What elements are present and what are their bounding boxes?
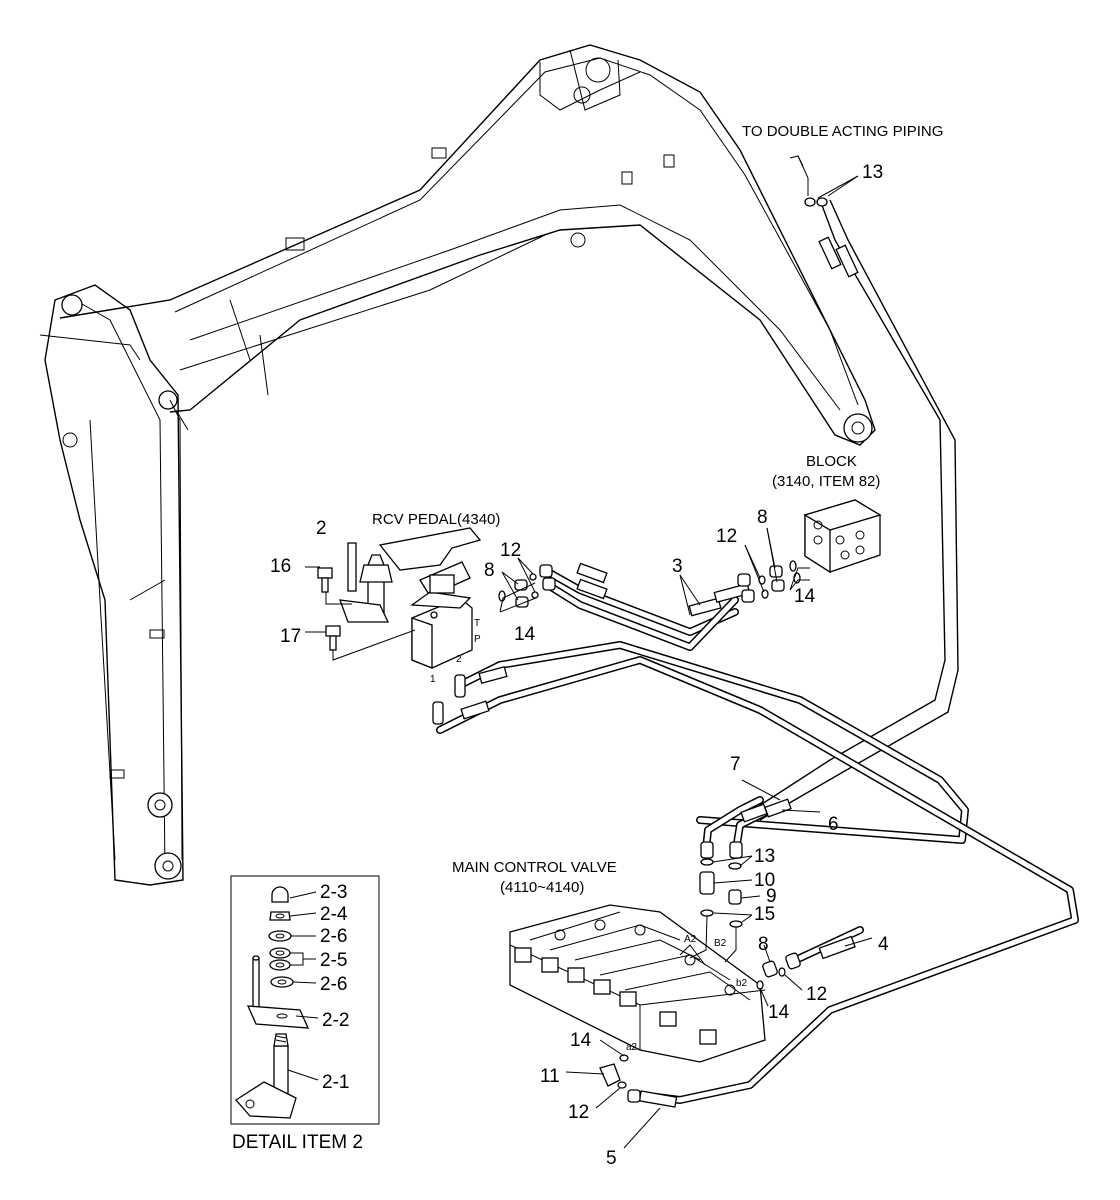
callout-12-b: 12: [716, 526, 737, 547]
item-2-assembly: [317, 542, 416, 661]
callout-8-a: 8: [484, 560, 495, 581]
leader-lines: [305, 155, 873, 1149]
fittings: [432, 197, 828, 1103]
port-mark-2: 2: [456, 654, 462, 665]
port-mark-a2-low: a2: [626, 1042, 638, 1053]
main-control-valve: [509, 904, 766, 1063]
callout-11: 11: [540, 1066, 560, 1087]
callout-14-a: 14: [514, 624, 536, 645]
boom-outline: [39, 44, 876, 886]
detail-label-2-6-upper: 2-6: [320, 926, 347, 947]
port-mark-a2-top: A2: [684, 934, 697, 945]
callout-14-d: 14: [570, 1030, 592, 1051]
detail-label-2-4: 2-4: [320, 904, 348, 925]
callout-3: 3: [672, 556, 683, 577]
block: [803, 499, 882, 574]
callout-14-b: 14: [794, 586, 816, 607]
callout-2: 2: [316, 518, 327, 539]
detail-label-2-5: 2-5: [320, 950, 347, 971]
callout-17: 17: [280, 626, 301, 647]
callout-13: 13: [754, 846, 775, 867]
port-mark-b2-top: B2: [714, 938, 727, 949]
caption-mcv-ref: (4110~4140): [500, 879, 584, 896]
detail-label-2-6-lower: 2-6: [320, 974, 347, 995]
callout-9: 9: [766, 886, 777, 907]
caption-to-double-acting: TO DOUBLE ACTING PIPING: [742, 123, 943, 140]
detail-label-2-2: 2-2: [322, 1010, 349, 1031]
caption-block: BLOCK: [806, 453, 857, 470]
boom-pipes: [169, 199, 959, 861]
callout-12-a: 12: [500, 540, 521, 561]
caption-main-control-valve: MAIN CONTROL VALVE: [452, 859, 617, 876]
callout-12-d: 12: [568, 1102, 589, 1123]
detail-item-2: [230, 875, 380, 1125]
callout-8-b: 8: [757, 507, 768, 528]
callout-10: 10: [754, 870, 775, 891]
detail-label-2-1: 2-1: [322, 1072, 349, 1093]
caption-block-ref: (3140, ITEM 82): [772, 473, 880, 490]
port-mark-p: P: [474, 634, 481, 645]
callout-6: 6: [828, 814, 839, 835]
caption-detail-item-2: DETAIL ITEM 2: [232, 1132, 363, 1153]
port-mark-1: 1: [430, 674, 436, 685]
callout-5: 5: [606, 1148, 617, 1169]
caption-rcv-pedal: RCV PEDAL(4340): [372, 511, 500, 528]
callout-12-c: 12: [806, 984, 827, 1005]
port-mark-t: T: [474, 618, 480, 629]
port-mark-b2-low: b2: [736, 978, 748, 989]
rcv-pedal: [378, 527, 482, 669]
callout-15: 15: [754, 904, 775, 925]
callout-14-c: 14: [768, 1002, 790, 1023]
callout-8-c: 8: [758, 934, 769, 955]
detail-label-2-3: 2-3: [320, 882, 347, 903]
callout-7: 7: [730, 754, 741, 775]
callout-13-top: 13: [862, 162, 883, 183]
callout-4: 4: [878, 934, 889, 955]
callout-16: 16: [270, 556, 291, 577]
